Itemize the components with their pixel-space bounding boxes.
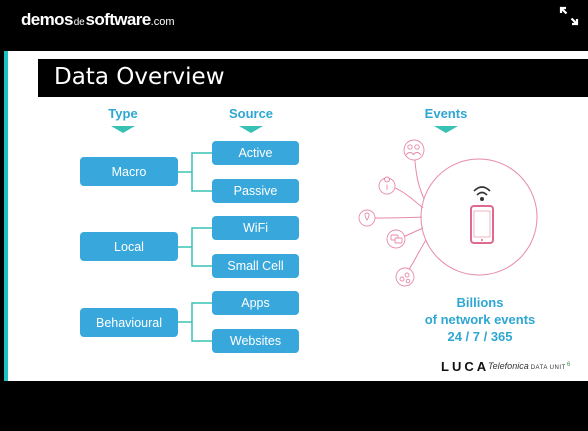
header-events: Events bbox=[424, 106, 468, 121]
source-box-active: Active bbox=[212, 141, 299, 165]
header-type-arrow bbox=[111, 126, 135, 133]
brand-part-demos: demos bbox=[21, 10, 73, 29]
header-type: Type bbox=[108, 106, 138, 121]
events-line-network-events: of network events bbox=[424, 312, 536, 327]
wifi-signal-icon bbox=[473, 186, 491, 201]
header-source-arrow bbox=[239, 126, 263, 133]
slide-title: Data Overview bbox=[54, 64, 225, 90]
type-box-macro: Macro bbox=[80, 157, 178, 186]
event-icon-location bbox=[378, 176, 396, 195]
source-box-wifi: WiFi bbox=[212, 216, 299, 240]
tree-connectors bbox=[178, 152, 212, 342]
source-box-small-cell: Small Cell bbox=[212, 254, 299, 278]
luca-logo: LUCA bbox=[441, 359, 490, 374]
events-line-billions: Billions bbox=[456, 295, 504, 310]
events-diagram bbox=[358, 139, 538, 287]
source-box-passive: Passive bbox=[212, 179, 299, 203]
telefonica-wordmark: Telefonica bbox=[488, 361, 529, 371]
brand-part-com: .com bbox=[150, 16, 175, 28]
type-box-local: Local bbox=[80, 232, 178, 261]
fullscreen-icon[interactable] bbox=[559, 6, 579, 26]
event-icon-chat bbox=[386, 229, 406, 249]
slide-accent-stripe bbox=[4, 51, 8, 381]
events-line-frequency: 24 / 7 / 365 bbox=[447, 329, 513, 344]
data-unit-label: DATA UNIT bbox=[530, 365, 566, 371]
page-number: 6 bbox=[567, 362, 571, 368]
brand-part-software: software bbox=[85, 10, 152, 29]
header-events-arrow bbox=[434, 126, 458, 133]
event-icon-people bbox=[403, 139, 425, 161]
event-icon-share bbox=[395, 267, 415, 287]
slide: Data Overview Type Source Events Macro L… bbox=[4, 51, 588, 381]
smartphone-icon bbox=[470, 205, 494, 244]
event-icon-pin bbox=[358, 209, 376, 227]
title-bar: Data Overview bbox=[38, 59, 588, 97]
type-box-behavioural: Behavioural bbox=[80, 308, 178, 337]
source-box-websites: Websites bbox=[212, 329, 299, 353]
header-source: Source bbox=[228, 106, 274, 121]
brand-part-de: de bbox=[73, 17, 85, 28]
source-box-apps: Apps bbox=[212, 291, 299, 315]
